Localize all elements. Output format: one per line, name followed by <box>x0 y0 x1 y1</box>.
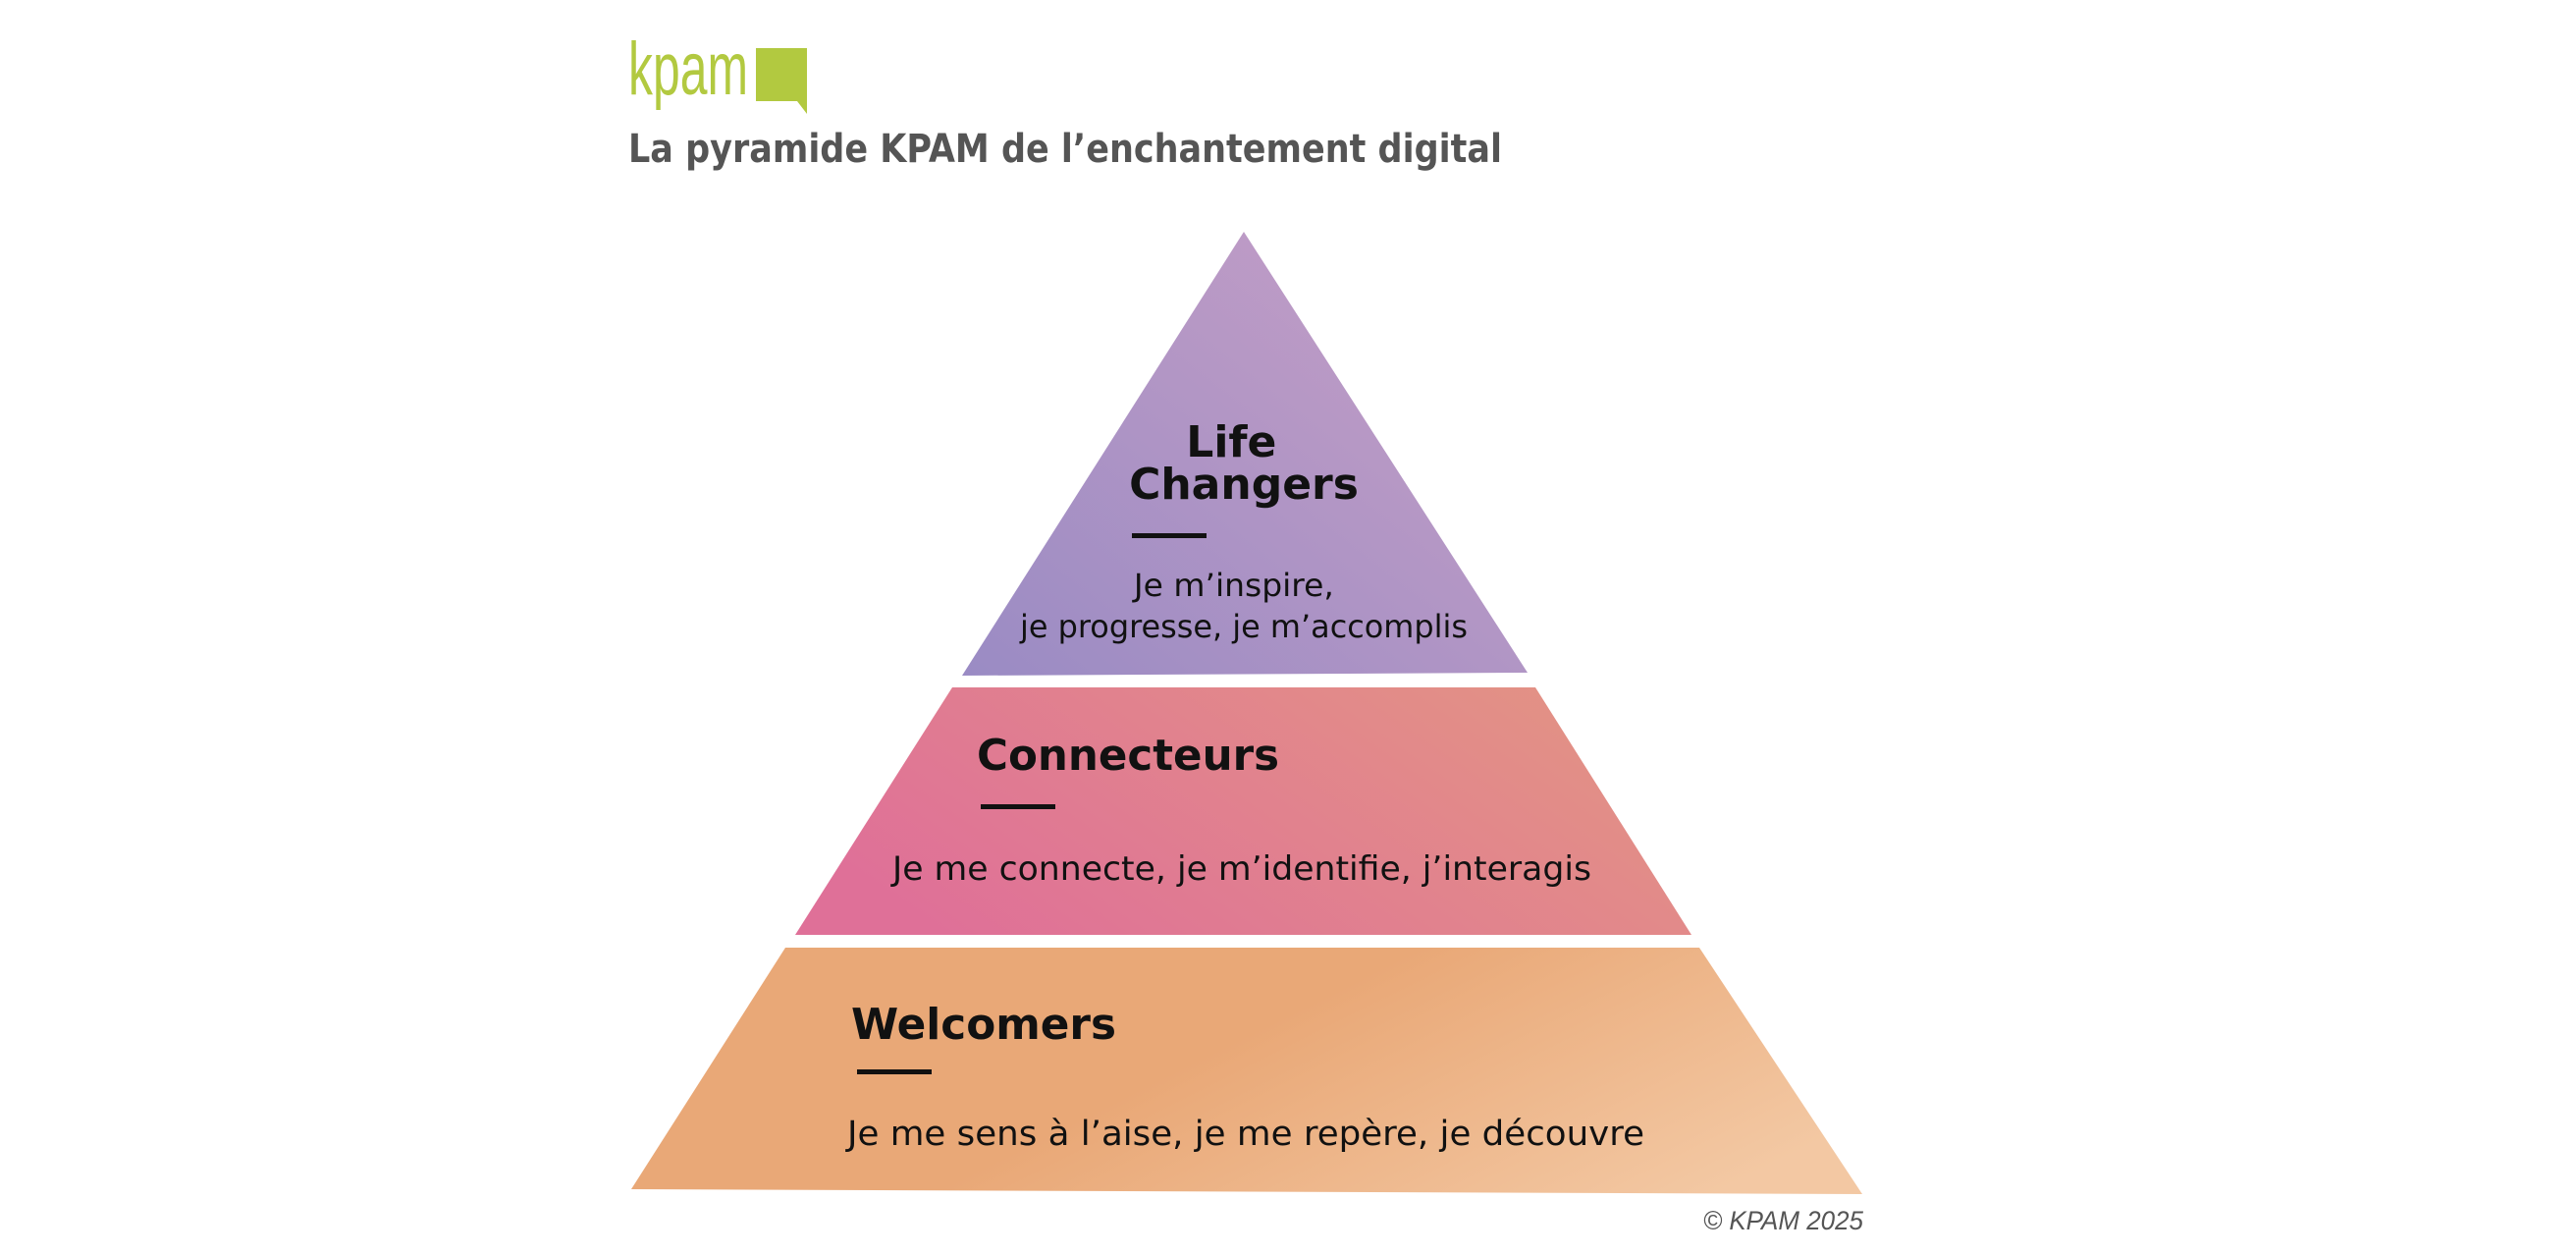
tier-description: Je m’inspire, je progresse, je m’accompl… <box>1019 567 1468 645</box>
tier-description: Je me sens à l’aise, je me repère, je dé… <box>845 1115 1644 1154</box>
logo-text: kpam <box>628 27 748 111</box>
tier-divider <box>1132 533 1207 538</box>
tier-divider <box>981 804 1055 809</box>
tier-description: Je me connecte, je m’identifie, j’intera… <box>890 849 1591 889</box>
tier-description-line: Je m’inspire, <box>1132 567 1334 604</box>
tier-description-line: je progresse, je m’accomplis <box>1019 608 1468 645</box>
tier-middle-shape <box>795 687 1691 935</box>
copyright-text: © KPAM 2025 <box>1703 1206 1864 1235</box>
tier-title: Connecteurs <box>977 731 1279 781</box>
tier-welcomers: Welcomers Je me sens à l’aise, je me rep… <box>631 948 1862 1194</box>
tier-life-changers: Life Changers Je m’inspire, je progresse… <box>962 232 1528 676</box>
tier-top-shape <box>962 232 1528 676</box>
tier-title-line: Life <box>1186 417 1276 467</box>
tier-divider <box>857 1069 932 1074</box>
kpam-logo: kpam <box>628 27 807 114</box>
tier-connecteurs: Connecteurs Je me connecte, je m’identif… <box>795 687 1691 935</box>
tier-bottom-shape <box>631 948 1862 1194</box>
page-title: La pyramide KPAM de l’enchantement digit… <box>628 127 1502 172</box>
tier-title-line: Changers <box>1129 460 1359 510</box>
speech-bubble-icon <box>756 48 807 114</box>
tier-title: Life Changers <box>1129 417 1359 510</box>
tier-title: Welcomers <box>851 1000 1116 1050</box>
